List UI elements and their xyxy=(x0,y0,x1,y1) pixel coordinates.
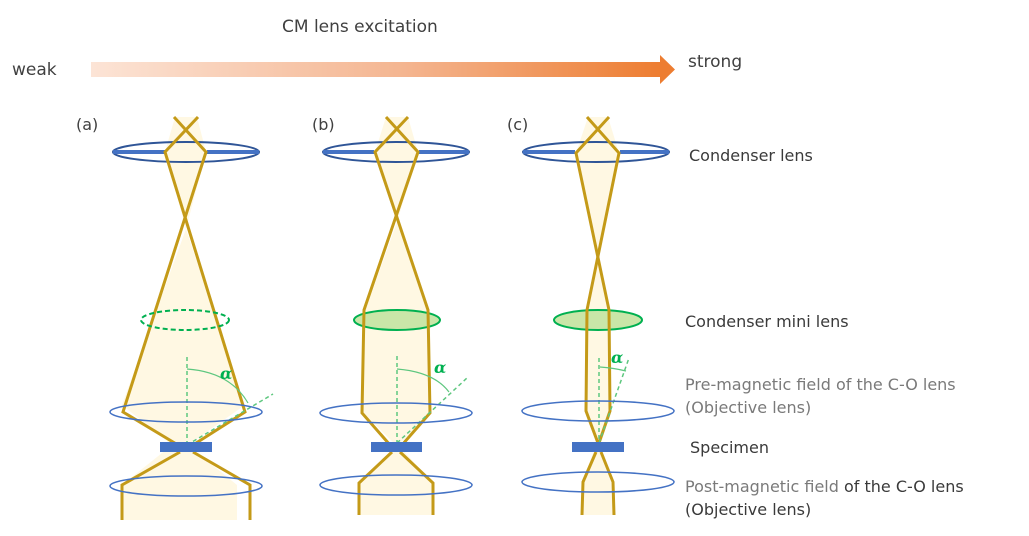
condenser-mini-lens-on xyxy=(353,309,441,331)
panel-a: (a) α xyxy=(76,115,274,520)
weak-label: weak xyxy=(12,60,57,80)
pre-field-ellipse xyxy=(521,400,675,422)
panel-c: (c) α xyxy=(507,115,675,516)
panel-b-label: (b) xyxy=(312,115,335,134)
beam-edge-lower-right xyxy=(599,451,616,516)
beam-edge-lower-left xyxy=(357,450,394,515)
post-field-ellipse xyxy=(109,475,263,497)
legend-pre-field-line1: Pre-magnetic field of the C-O lens xyxy=(685,375,956,394)
legend-post-field-line1: Post-magnetic field of the C-O lens xyxy=(685,477,964,496)
convergence-ray xyxy=(396,377,468,444)
alpha-symbol: α xyxy=(220,364,232,383)
pre-field-ellipse xyxy=(109,401,263,423)
legend-specimen: Specimen xyxy=(690,438,769,457)
alpha-symbol: α xyxy=(611,348,623,367)
post-field-ellipse xyxy=(319,474,473,496)
excitation-title: CM lens excitation xyxy=(282,17,438,37)
condenser-mini-lens-on xyxy=(553,309,643,331)
specimen xyxy=(572,442,624,452)
beam-edge-lower-left xyxy=(580,451,598,516)
excitation-arrow xyxy=(91,55,675,84)
panel-c-label: (c) xyxy=(507,115,528,134)
strong-label: strong xyxy=(688,52,742,72)
beam-fill xyxy=(122,117,245,520)
specimen xyxy=(371,442,422,452)
alpha-arc xyxy=(396,368,450,393)
legend-condenser-lens: Condenser lens xyxy=(689,146,813,165)
beam-edge-lower-right xyxy=(192,450,252,520)
condenser-mini-lens-off xyxy=(140,309,230,331)
legend-post-field-prefix: Post-magnetic field xyxy=(685,477,839,496)
beam-edge-right xyxy=(373,115,432,446)
specimen xyxy=(160,442,212,452)
panel-a-label: (a) xyxy=(76,115,98,134)
beam-edge-lower-left xyxy=(120,450,181,520)
legend-condenser-mini-lens: Condenser mini lens xyxy=(685,312,849,331)
beam-edge-left xyxy=(360,115,420,446)
alpha-arc xyxy=(599,366,627,372)
beam-edge-left xyxy=(121,115,208,447)
alpha-symbol: α xyxy=(434,358,446,377)
post-field-ellipse xyxy=(521,471,675,493)
legend-post-field-suffix: of the C-O lens xyxy=(839,477,964,496)
legend-post-field-line2: (Objective lens) xyxy=(685,500,811,519)
panel-b: (b) α xyxy=(312,115,473,515)
pre-field-ellipse xyxy=(319,402,473,424)
alpha-arc xyxy=(186,368,249,404)
beam-edge-right xyxy=(163,115,247,447)
legend-pre-field-line2: (Objective lens) xyxy=(685,398,811,417)
beam-edge-lower-right xyxy=(398,450,435,515)
